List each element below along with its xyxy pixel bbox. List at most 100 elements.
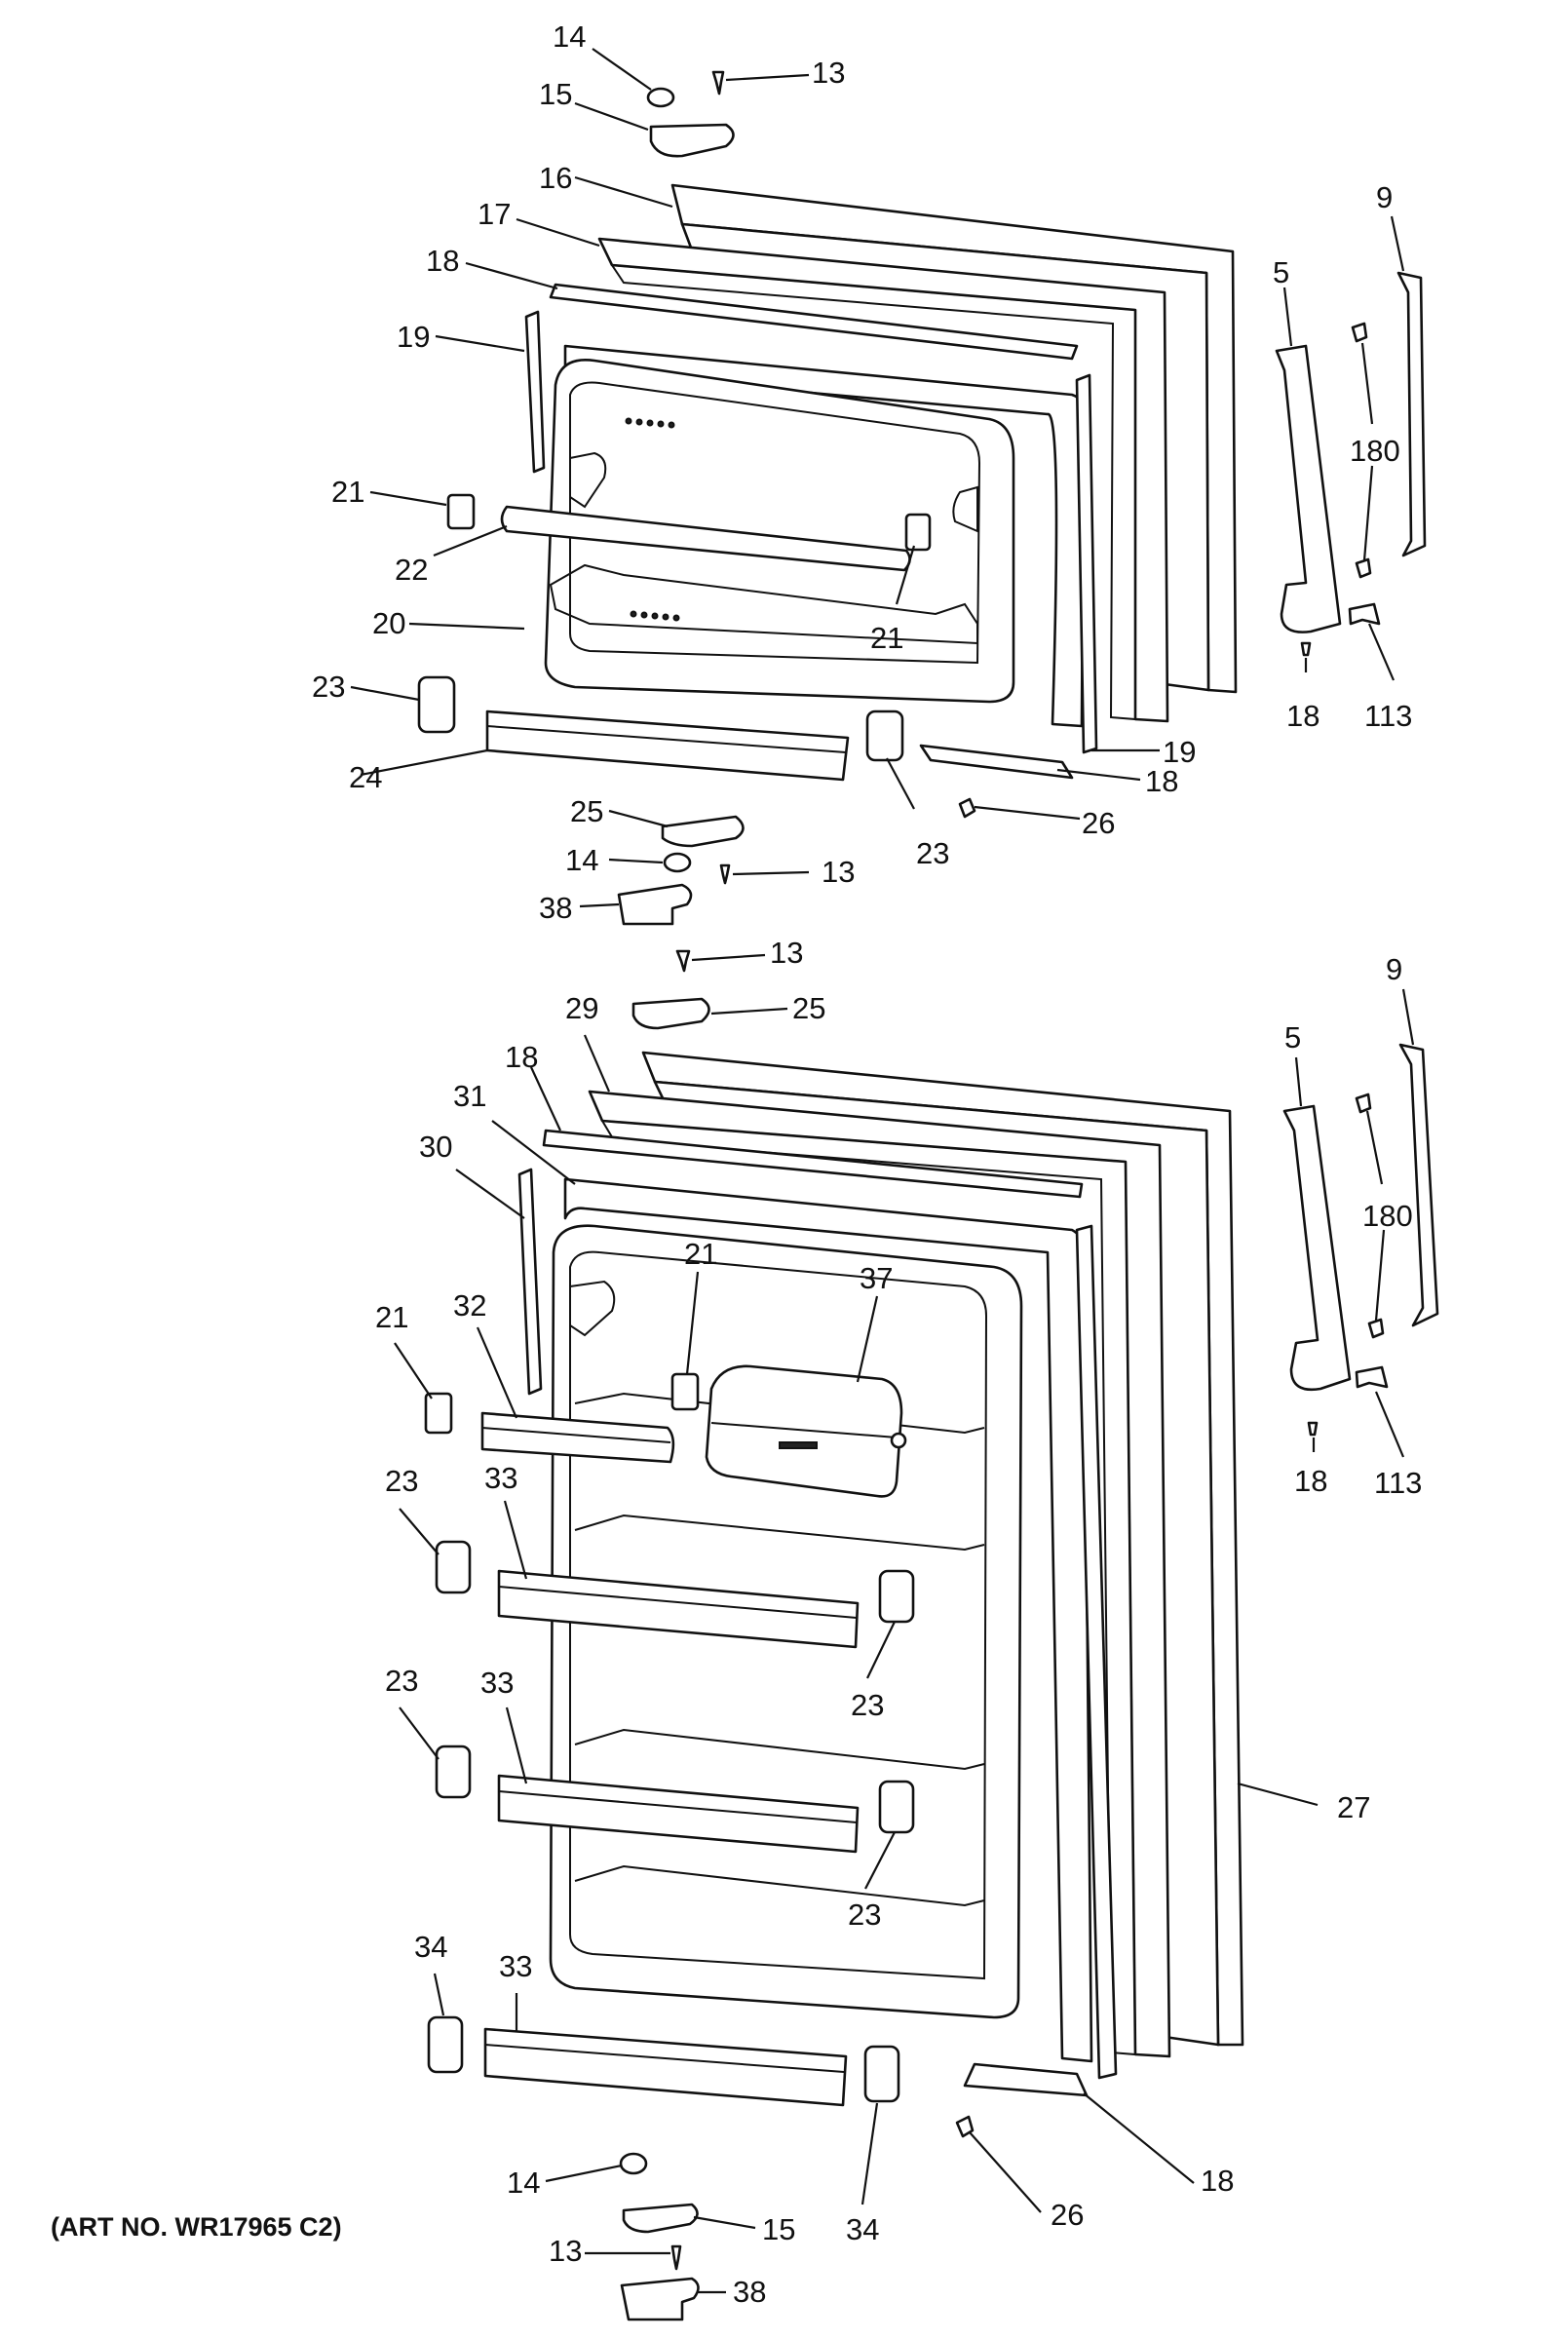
callout-21-lower-center: 21 (684, 1237, 717, 1271)
upper-shelf-support-right (904, 513, 932, 552)
upper-top-hinge-group (646, 70, 735, 158)
lower-end-cap-right-1 (878, 1569, 915, 1624)
upper-top-gasket-strip (549, 283, 1079, 361)
upper-bottom-hinge-group (617, 797, 976, 926)
callout-17: 17 (478, 197, 511, 231)
callout-9-lower: 9 (1386, 952, 1402, 986)
upper-shelf-bar-24 (485, 709, 850, 782)
callout-33-a: 33 (484, 1461, 517, 1495)
callout-14-upper-top: 14 (553, 19, 586, 54)
upper-retainer-113 (1348, 602, 1381, 626)
lower-handle-trim (1398, 1043, 1439, 1327)
callout-21-upper-right: 21 (870, 621, 903, 655)
callout-34-right: 34 (846, 2212, 879, 2246)
callout-37: 37 (860, 1261, 893, 1295)
lower-left-trim (517, 1168, 543, 1396)
callout-26-upper: 26 (1082, 806, 1115, 840)
lower-shelf-bar-33-b (497, 1774, 860, 1854)
callout-22: 22 (395, 553, 428, 587)
callout-23-lower-right-1: 23 (851, 1688, 884, 1722)
lower-bottom-bushing (619, 2152, 648, 2175)
callout-27: 27 (1337, 1790, 1370, 1824)
callout-20: 20 (372, 606, 405, 640)
callout-38-upper: 38 (539, 891, 572, 925)
callout-23-lower-left-2: 23 (385, 1664, 418, 1698)
callout-14-upper-bottom: 14 (565, 843, 598, 877)
callout-13-upper-top: 13 (812, 56, 845, 90)
lower-shelf-support-left (424, 1392, 453, 1435)
callout-29: 29 (565, 991, 598, 1025)
lower-shelf-bar-33-a (497, 1569, 860, 1649)
upper-liner-hole-row-1 (625, 417, 632, 425)
callout-21-upper-left: 21 (331, 475, 364, 509)
lower-screw-26 (955, 2115, 975, 2138)
callout-25-upper: 25 (570, 794, 603, 828)
lower-bottom-screw (670, 2244, 682, 2271)
callout-18-lower-top: 18 (505, 1040, 538, 1074)
callout-23-upper-left: 23 (312, 670, 345, 704)
upper-right-trim (1075, 373, 1098, 754)
upper-handle-trim (1396, 271, 1427, 557)
upper-bottom-trim (919, 744, 1074, 780)
callout-15-upper: 15 (539, 77, 572, 111)
callout-30: 30 (419, 1130, 452, 1164)
lower-shelf-bar-32 (480, 1411, 675, 1464)
callout-labels: 14 13 15 16 17 18 19 21 22 20 21 23 24 2… (312, 19, 1422, 2309)
callout-26-lower: 26 (1051, 2198, 1084, 2232)
upper-left-trim (524, 310, 546, 474)
callout-25-lower: 25 (792, 991, 825, 1025)
callout-24: 24 (349, 760, 382, 794)
upper-bottom-screw-26 (958, 797, 976, 819)
callout-31: 31 (453, 1079, 486, 1113)
art-number-label: (ART NO. WR17965 C2) (51, 2212, 342, 2242)
callout-14-lower: 14 (507, 2166, 540, 2200)
callout-19-upper-right: 19 (1163, 735, 1196, 769)
upper-screw-18 (1300, 641, 1312, 657)
callout-33-b: 33 (480, 1666, 514, 1700)
callout-180-lower: 180 (1362, 1199, 1413, 1233)
lower-handle-mount (1282, 1104, 1352, 1392)
upper-handle-screw-bottom (1355, 557, 1372, 579)
callout-18-lower-handle: 18 (1294, 1464, 1327, 1498)
lower-bottom-trim (963, 2062, 1089, 2097)
callout-13-lower-top: 13 (770, 936, 803, 970)
callout-19-upper-left: 19 (397, 320, 430, 354)
callout-16: 16 (539, 161, 572, 195)
dairy-brand-mark (779, 1441, 818, 1449)
callout-23-upper-right: 23 (916, 836, 949, 870)
lower-handle-screw-bottom (1367, 1318, 1385, 1339)
lower-dairy-compartment (705, 1364, 903, 1498)
upper-bottom-hinge (661, 815, 745, 848)
callout-23-lower-right-2: 23 (848, 1898, 881, 1932)
upper-handle-screw-top (1351, 322, 1368, 343)
callout-15-lower: 15 (762, 2212, 795, 2246)
callout-18-upper-handle: 18 (1286, 699, 1319, 733)
upper-bottom-screw (719, 863, 731, 885)
upper-handle-mount (1275, 344, 1342, 633)
lower-retainer-113 (1355, 1365, 1389, 1389)
lower-end-cap-left-2 (435, 1745, 472, 1799)
lower-shelf-support-center (670, 1372, 700, 1411)
callout-113-lower: 113 (1374, 1466, 1422, 1500)
callout-13-upper-bottom: 13 (822, 855, 855, 889)
upper-door-stop (617, 883, 693, 926)
callout-38-lower: 38 (733, 2275, 766, 2309)
upper-top-hinge (649, 123, 735, 158)
upper-door-assembly (417, 70, 1427, 926)
callout-18-upper-bottom: 18 (1145, 764, 1178, 798)
callout-18-upper-top: 18 (426, 244, 459, 278)
lower-end-cap-34-right (863, 2045, 900, 2103)
lower-shelf-bar-33-c (483, 2027, 848, 2107)
upper-liner-hole-row-2 (630, 610, 637, 618)
callout-13-lower-bottom: 13 (549, 2234, 582, 2268)
callout-18-lower-bottom: 18 (1201, 2164, 1234, 2198)
callout-5-upper: 5 (1273, 255, 1289, 289)
lower-top-screw (675, 949, 691, 973)
callout-23-lower-left-1: 23 (385, 1464, 418, 1498)
callout-33-c: 33 (499, 1949, 532, 1983)
upper-shelf-support-left (446, 493, 476, 530)
callout-9-upper: 9 (1376, 180, 1393, 214)
upper-bottom-bushing (663, 852, 692, 873)
lower-handle-screw-top (1355, 1093, 1372, 1114)
